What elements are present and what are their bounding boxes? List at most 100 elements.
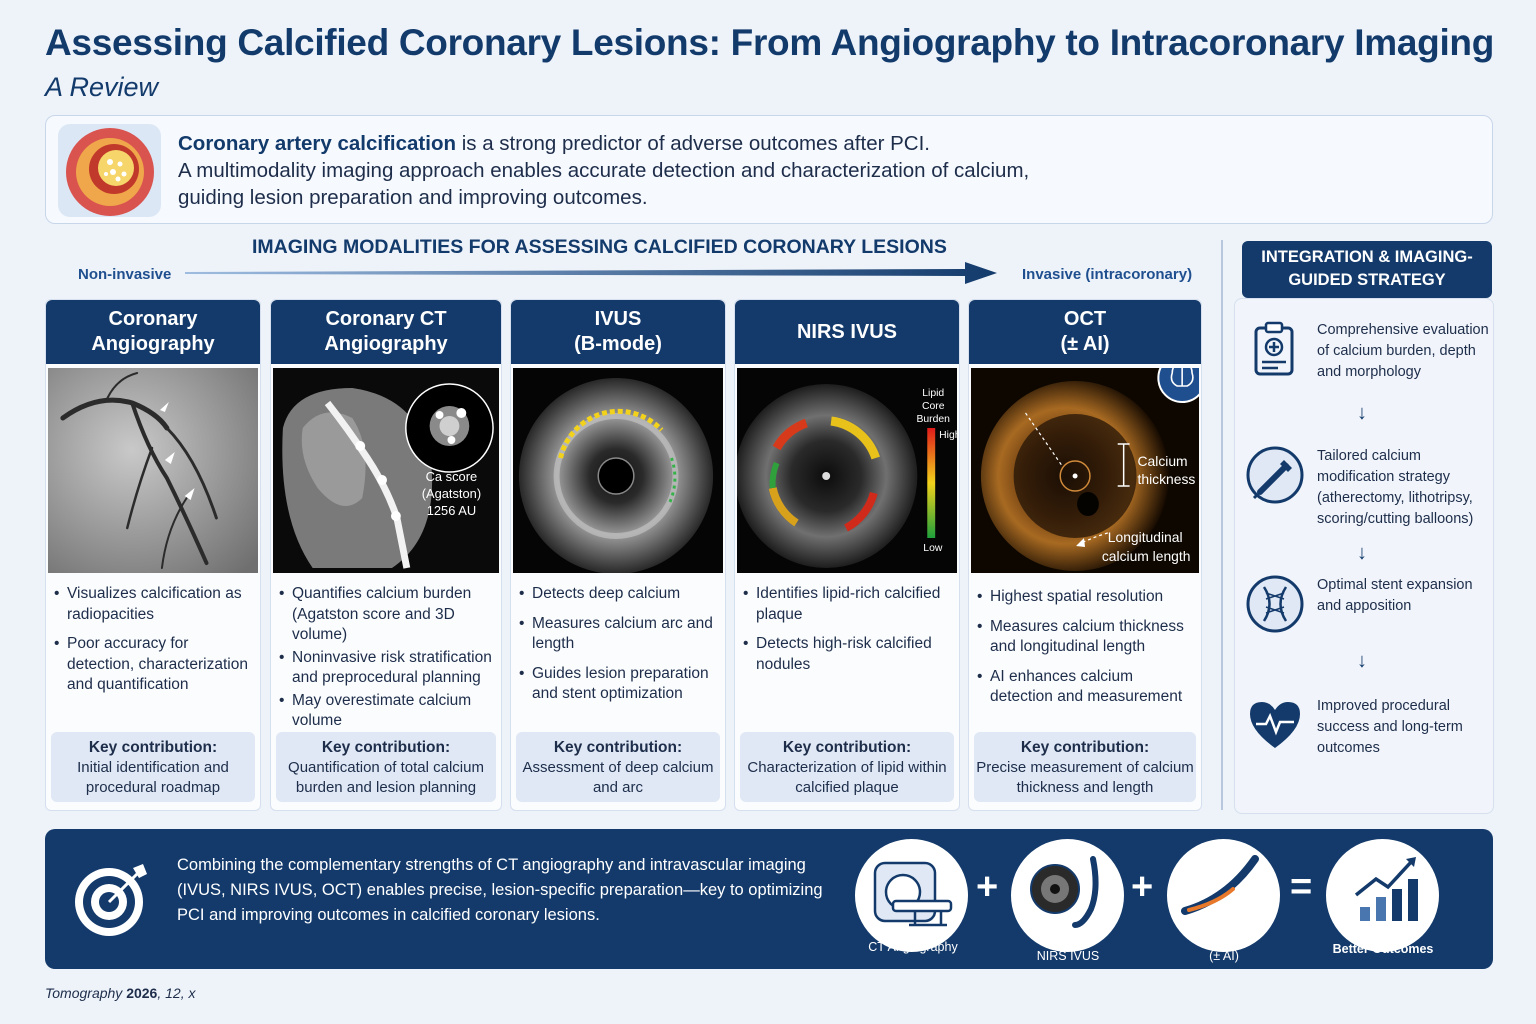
lcb-low: Low xyxy=(923,543,943,554)
bullet-item: Measures calcium thickness and longitudi… xyxy=(977,617,1195,658)
summary-text: Combining the complementary strengths of… xyxy=(177,856,823,924)
oct-catheter-icon xyxy=(1181,855,1259,915)
nirs-ivus-image: Lipid Core Burden High Low xyxy=(737,368,957,573)
ivus-image xyxy=(513,368,723,573)
key-text: Assessment of deep calcium and arc xyxy=(522,759,714,796)
invasive-label: Invasive (intracoronary) xyxy=(1022,266,1193,283)
key-text: Quantification of total calcium burden a… xyxy=(288,759,484,796)
ivus-catheter-icon xyxy=(1030,856,1099,928)
key-text: Characterization of lipid within calcifi… xyxy=(747,759,947,796)
longitudinal-length-label: calcium length xyxy=(1102,548,1191,564)
key-label: Key contribution: xyxy=(553,739,683,756)
bullet-list: Visualizes calcification as radiopacitie… xyxy=(54,584,254,705)
lcb-title: Burden xyxy=(916,414,950,425)
page-subtitle: A Review xyxy=(45,72,159,102)
step-text: Optimal stent expansion and apposition xyxy=(1317,577,1473,614)
bullet-list: Highest spatial resolution Measures calc… xyxy=(977,587,1195,717)
oct-circle xyxy=(1167,839,1280,952)
plus-sign: + xyxy=(976,866,999,908)
key-contribution: Key contribution: Quantification of total… xyxy=(276,732,496,802)
bullet-item: Detects high-risk calcified nodules xyxy=(743,634,953,675)
intro-text: Coronary artery calcification is a stron… xyxy=(178,130,1029,211)
target-icon xyxy=(75,864,147,936)
column-title: Coronary CT Angiography xyxy=(271,300,501,364)
column-angiography: Coronary Angiography Visualizes calcific… xyxy=(45,299,261,811)
key-label: Key contribution: xyxy=(88,739,218,756)
key-label: Key contribution: xyxy=(1020,739,1150,756)
catheter-icon xyxy=(1246,446,1304,504)
key-text: Precise measurement of calcium thickness… xyxy=(976,759,1194,796)
heart-pulse-icon xyxy=(1250,702,1300,748)
eq-label-oct: OCT (± AI) xyxy=(1209,934,1239,963)
key-contribution: Key contribution: Initial identification … xyxy=(51,732,255,802)
arrow-marker xyxy=(164,452,175,464)
page-title: Assessing Calcified Coronary Lesions: Fr… xyxy=(45,22,1495,63)
column-title: IVUS (B-mode) xyxy=(511,300,725,364)
key-contribution: Key contribution: Characterization of lip… xyxy=(740,732,954,802)
lcb-title: Core xyxy=(922,401,945,412)
eq-label-outcomes: Better Outcomes xyxy=(1332,942,1434,956)
down-arrow-icon: ↓ xyxy=(1357,650,1367,672)
column-title: Coronary Angiography xyxy=(46,300,260,364)
journal-year: 2026 xyxy=(126,985,158,1001)
plus-sign: + xyxy=(1131,866,1154,908)
bullet-item: Poor accuracy for detection, characteriz… xyxy=(54,634,254,696)
modalities-heading: IMAGING MODALITIES FOR ASSESSING CALCIFI… xyxy=(252,236,947,258)
intro-box: Coronary artery calcification is a stron… xyxy=(45,115,1493,224)
bullet-item: Highest spatial resolution xyxy=(977,587,1195,608)
lcb-title: Lipid xyxy=(922,388,944,399)
ct-score-value: 1256 AU xyxy=(427,503,476,518)
intro-line2: A multimodality imaging approach enables… xyxy=(178,159,1030,182)
key-label: Key contribution: xyxy=(321,739,451,756)
ct-score-method: (Agatston) xyxy=(422,486,481,501)
bullet-list: Identifies lipid-rich calcified plaque D… xyxy=(743,584,953,684)
ct-scanner-circle xyxy=(855,839,968,952)
integration-heading: INTEGRATION & IMAGING-GUIDED STRATEGY xyxy=(1242,241,1492,298)
intro-bold: Coronary artery calcification xyxy=(178,132,456,155)
citation: Tomography 2026, 12, x xyxy=(45,985,196,1001)
ct-angiography-image: Ca score (Agatston) 1256 AU xyxy=(273,368,499,573)
column-oct: OCT (± AI) Calcium thickness Longitudina… xyxy=(968,299,1202,811)
column-ct-angiography: Coronary CT Angiography Ca score (Agatst… xyxy=(270,299,502,811)
eq-label-ct: CT Angiography xyxy=(868,940,958,954)
eq-label-ivus: IVUS NIRS IVUS xyxy=(1036,934,1100,963)
ct-score-label: Ca score xyxy=(426,469,478,484)
equals-sign: = xyxy=(1290,866,1313,908)
clipboard-icon xyxy=(1254,321,1294,376)
column-nirs-ivus: NIRS IVUS Lipid Core Burden High Low Ide… xyxy=(734,299,960,811)
key-label: Key contribution: xyxy=(782,739,912,756)
arrow-marker xyxy=(184,488,195,500)
calcium-thickness-label: thickness xyxy=(1138,471,1196,487)
column-title: NIRS IVUS xyxy=(735,300,959,364)
oct-image: Calcium thickness Longitudinal calcium l… xyxy=(971,368,1199,573)
stent-icon xyxy=(1246,575,1304,633)
calcified-artery-icon xyxy=(58,124,161,217)
lcb-high: High xyxy=(939,430,957,441)
intro-line3: guiding lesion preparation and improving… xyxy=(178,186,648,209)
bullet-item: Detects deep calcium xyxy=(519,584,719,605)
bar-chart-up-icon xyxy=(1354,857,1418,921)
calcium-thickness-label: Calcium xyxy=(1138,453,1188,469)
outcomes-circle xyxy=(1326,839,1439,952)
key-text: Initial identification and procedural ro… xyxy=(77,759,229,796)
journal-volume: , 12, x xyxy=(157,985,196,1001)
step-text: Improved procedural success and long-ter… xyxy=(1317,698,1463,756)
journal-name: Tomography xyxy=(45,985,123,1001)
lcb-color-scale xyxy=(927,428,936,538)
bullet-list: Quantifies calcium burden (Agatston scor… xyxy=(279,584,495,741)
bullet-item: AI enhances calcium detection and measur… xyxy=(977,667,1195,708)
bullet-item: Identifies lipid-rich calcified plaque xyxy=(743,584,953,625)
arrow-marker xyxy=(159,402,169,412)
column-ivus: IVUS (B-mode) Detects deep calcium Measu… xyxy=(510,299,726,811)
non-invasive-label: Non-invasive xyxy=(78,266,172,283)
angiography-image xyxy=(48,368,258,573)
bullet-item: May overestimate calcium volume xyxy=(279,691,495,732)
bullet-item: Quantifies calcium burden (Agatston scor… xyxy=(279,584,495,646)
step-text: Tailored calcium modification strategy (… xyxy=(1317,448,1474,527)
longitudinal-length-label: Longitudinal xyxy=(1108,529,1183,545)
ct-scanner-icon xyxy=(873,861,953,927)
key-contribution: Key contribution: Assessment of deep calc… xyxy=(516,732,720,802)
down-arrow-icon: ↓ xyxy=(1357,542,1367,564)
bullet-list: Detects deep calcium Measures calcium ar… xyxy=(519,584,719,714)
down-arrow-icon: ↓ xyxy=(1357,402,1367,424)
